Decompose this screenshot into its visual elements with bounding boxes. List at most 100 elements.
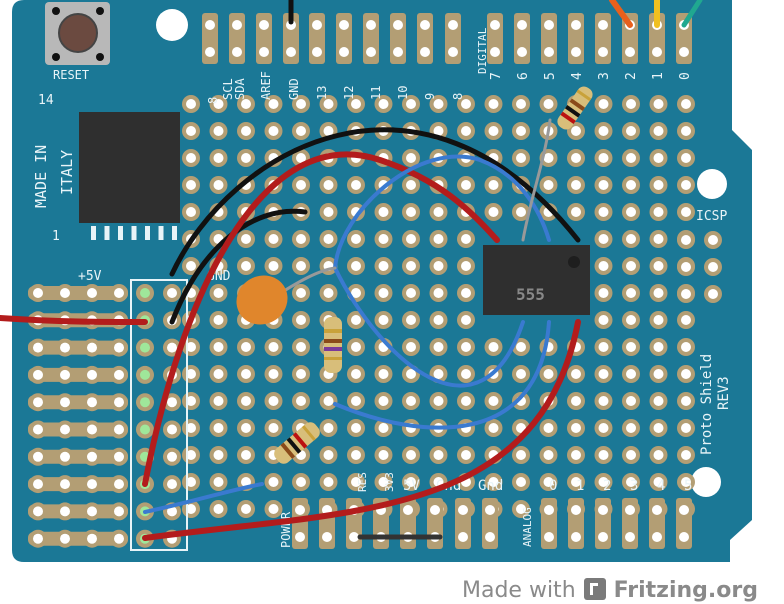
solder-pad[interactable]: [209, 176, 228, 194]
solder-pad[interactable]: [83, 475, 101, 494]
solder-pad[interactable]: [374, 446, 393, 464]
header-pin[interactable]: [595, 13, 611, 64]
solder-pad[interactable]: [622, 392, 640, 410]
solder-pad[interactable]: [677, 203, 695, 221]
solder-pad[interactable]: [209, 311, 228, 329]
solder-pad[interactable]: [484, 419, 503, 437]
solder-pad[interactable]: [622, 203, 640, 221]
solder-pad[interactable]: [110, 284, 128, 302]
solder-pad[interactable]: [182, 473, 200, 491]
solder-pad[interactable]: [110, 529, 128, 548]
solder-pad[interactable]: [83, 502, 101, 521]
solder-pad[interactable]: [209, 419, 228, 437]
solder-pad[interactable]: [347, 338, 365, 356]
solder-pad[interactable]: [402, 230, 420, 248]
solder-pad[interactable]: [29, 338, 47, 357]
header-pin[interactable]: [256, 13, 272, 64]
solder-pad[interactable]: [649, 311, 668, 329]
solder-pad[interactable]: [110, 393, 128, 412]
solder-pad[interactable]: [567, 392, 585, 410]
solder-pad[interactable]: [347, 311, 365, 329]
solder-pad[interactable]: [264, 419, 283, 437]
reset-button[interactable]: [45, 2, 110, 65]
header-pin[interactable]: [417, 13, 433, 64]
solder-pad[interactable]: [264, 257, 283, 275]
solder-pad[interactable]: [512, 365, 530, 383]
solder-pad[interactable]: [512, 446, 530, 464]
solder-pad[interactable]: [319, 284, 338, 302]
solder-pad[interactable]: [136, 284, 154, 302]
solder-pad[interactable]: [237, 365, 255, 383]
solder-pad[interactable]: [182, 419, 200, 437]
solder-pad[interactable]: [484, 176, 503, 194]
solder-pad[interactable]: [402, 95, 420, 113]
solder-pad[interactable]: [567, 149, 585, 167]
solder-pad[interactable]: [567, 446, 585, 464]
solder-pad[interactable]: [677, 311, 695, 329]
header-pin[interactable]: [346, 498, 362, 549]
solder-pad[interactable]: [567, 419, 585, 437]
solder-pad[interactable]: [594, 446, 613, 464]
solder-pad[interactable]: [622, 446, 640, 464]
solder-pad[interactable]: [539, 95, 558, 113]
solder-pad[interactable]: [237, 149, 255, 167]
solder-pad[interactable]: [209, 446, 228, 464]
solder-pad[interactable]: [292, 473, 310, 491]
header-pin[interactable]: [649, 498, 665, 549]
header-pin[interactable]: [427, 498, 443, 549]
wire-blue[interactable]: [143, 482, 264, 514]
solder-pad[interactable]: [56, 475, 74, 494]
solder-pad[interactable]: [594, 338, 613, 356]
solder-pad[interactable]: [182, 95, 200, 113]
solder-pad[interactable]: [319, 446, 338, 464]
wire-blue[interactable]: [333, 320, 551, 430]
solder-pad[interactable]: [209, 473, 228, 491]
header-pin[interactable]: [455, 498, 471, 549]
solder-pad[interactable]: [457, 338, 475, 356]
solder-pad[interactable]: [594, 311, 613, 329]
solder-pad[interactable]: [512, 473, 530, 491]
resistor[interactable]: [271, 419, 322, 466]
solder-pad[interactable]: [594, 473, 613, 491]
solder-pad[interactable]: [264, 392, 283, 410]
solder-pad[interactable]: [512, 500, 530, 518]
solder-pad[interactable]: [56, 365, 74, 384]
solder-pad[interactable]: [512, 95, 530, 113]
solder-pad[interactable]: [402, 284, 420, 302]
solder-pad[interactable]: [512, 122, 530, 140]
solder-pad[interactable]: [649, 230, 668, 248]
solder-pad[interactable]: [374, 365, 393, 383]
header-pin[interactable]: [390, 13, 406, 64]
solder-pad[interactable]: [347, 473, 365, 491]
solder-pad[interactable]: [374, 311, 393, 329]
solder-pad[interactable]: [622, 284, 640, 302]
solder-pad[interactable]: [622, 311, 640, 329]
solder-pad[interactable]: [374, 203, 393, 221]
solder-pad[interactable]: [484, 122, 503, 140]
solder-pad[interactable]: [429, 284, 448, 302]
header-pin[interactable]: [676, 13, 692, 64]
wire-blue[interactable]: [333, 266, 525, 388]
solder-pad[interactable]: [319, 203, 338, 221]
solder-pad[interactable]: [83, 393, 101, 412]
header-pin[interactable]: [541, 13, 557, 64]
solder-pad[interactable]: [56, 502, 74, 521]
solder-pad[interactable]: [429, 392, 448, 410]
solder-pad[interactable]: [704, 258, 722, 276]
wire-orange[interactable]: [609, 0, 633, 28]
solder-pad[interactable]: [237, 230, 255, 248]
solder-pad[interactable]: [83, 338, 101, 357]
header-pin[interactable]: [445, 13, 461, 64]
solder-pad[interactable]: [457, 284, 475, 302]
solder-pad[interactable]: [237, 419, 255, 437]
solder-pad[interactable]: [209, 203, 228, 221]
solder-pad[interactable]: [56, 393, 74, 412]
solder-pad[interactable]: [56, 284, 74, 302]
solder-pad[interactable]: [110, 475, 128, 494]
solder-pad[interactable]: [264, 473, 283, 491]
solder-pad[interactable]: [237, 446, 255, 464]
header-pin[interactable]: [229, 13, 245, 64]
solder-pad[interactable]: [594, 95, 613, 113]
solder-pad[interactable]: [347, 95, 365, 113]
solder-pad[interactable]: [649, 446, 668, 464]
